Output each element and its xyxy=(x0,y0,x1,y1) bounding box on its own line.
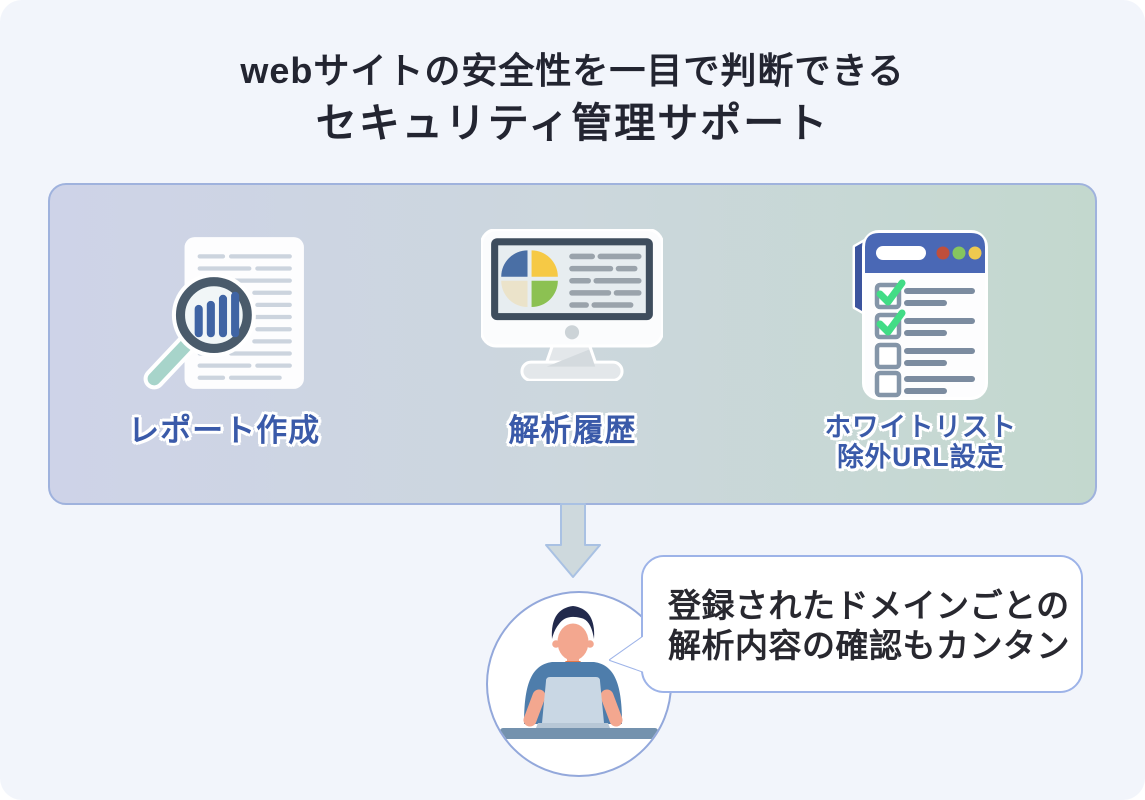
title-line-2: セキュリティ管理サポート xyxy=(315,100,830,147)
report-magnifier-icon xyxy=(138,229,310,399)
feature-label-whitelist: ホワイトリスト 除外URL設定 xyxy=(824,412,1018,472)
checklist-browser-icon xyxy=(851,229,991,400)
bubble-line-1: 登録されたドメインごとの xyxy=(668,587,1070,625)
feature-analysis-history: 解析履歴 xyxy=(398,185,746,503)
features-panel: レポート作成 xyxy=(48,183,1097,505)
feature-label-report: レポート作成 xyxy=(128,413,321,448)
bubble-line-2: 解析内容の確認もカンタン xyxy=(668,627,1070,664)
monitor-analytics-icon xyxy=(481,229,664,399)
speech-bubble-text: 登録されたドメインごとの 解析内容の確認もカンタン xyxy=(642,558,1082,694)
title-line-1: webサイトの安全性を一目で判断できる xyxy=(240,50,905,91)
speech-bubble xyxy=(609,555,1083,693)
feature-whitelist: ホワイトリスト 除外URL設定 xyxy=(747,185,1095,503)
page-title: webサイトの安全性を一目で判断できる セキュリティ管理サポート xyxy=(0,50,1145,148)
feature-label-history: 解析履歴 xyxy=(508,413,637,448)
feature-report-creation: レポート作成 xyxy=(50,185,398,503)
down-arrow-icon xyxy=(545,503,601,578)
